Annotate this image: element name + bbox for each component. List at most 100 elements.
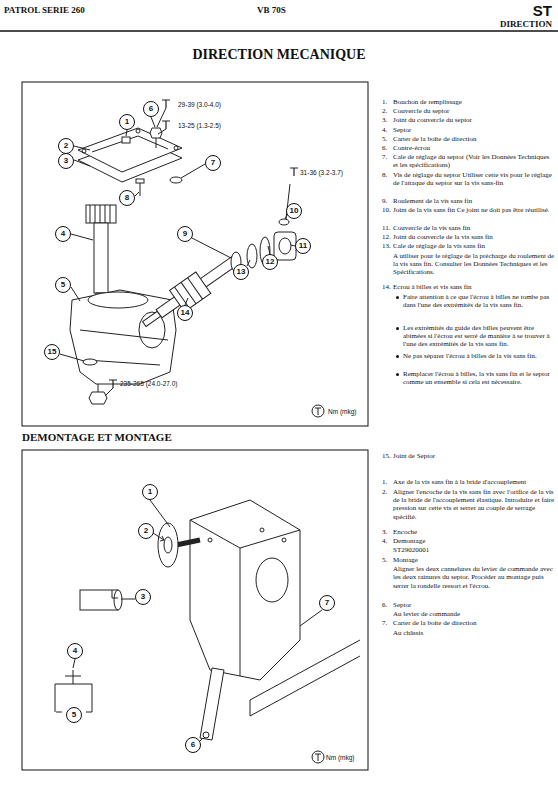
item-text: Carter de la boite de direction <box>393 619 555 627</box>
item-text: Demontage <box>393 537 555 545</box>
callout-number: 11 <box>299 242 307 250</box>
callout-circle: 8 <box>119 190 135 206</box>
item-text: ST29020001 <box>393 546 555 554</box>
item-number: 9. <box>382 197 387 205</box>
item-text: A utiliser pour le réglage de la préchar… <box>393 252 555 277</box>
item-text: Carter de la boîte de direction <box>393 135 555 143</box>
item-number: 7. <box>382 153 387 161</box>
callout-circle: 6 <box>143 101 159 117</box>
item-number: 14. <box>382 283 391 291</box>
item-text: Joint de la vis sans fin Ce joint ne doi… <box>393 206 555 214</box>
bullet-text: Faire attention à ce que l'écrou à bille… <box>403 293 553 309</box>
item-number: 6. <box>382 144 387 152</box>
item-number: 15. <box>382 452 391 460</box>
callout-circle: 5 <box>55 277 71 293</box>
callout-number: 5 <box>72 711 76 719</box>
callout-number: 5 <box>61 281 65 289</box>
header-text: PATROL SERIE 260 <box>4 5 85 15</box>
callout-circle: 3 <box>58 153 74 169</box>
callout-number: 7 <box>211 159 215 167</box>
item-number: 4. <box>382 126 387 134</box>
item-text: Joint du couvercle du septor <box>393 116 555 124</box>
callout-circle: 5 <box>66 707 82 723</box>
bullet-dot <box>396 296 399 299</box>
torque-value: 13-25 (1.3-2.5) <box>178 122 221 130</box>
item-number: 13. <box>382 242 391 250</box>
callout-circle: 4 <box>55 226 71 242</box>
callout-number: 2 <box>64 142 68 150</box>
callout-number: 12 <box>266 258 275 266</box>
item-number: 1. <box>382 478 387 486</box>
item-text: Septor <box>393 126 555 134</box>
header-text: VB 70S <box>257 5 286 15</box>
item-number: 6. <box>382 601 387 609</box>
item-number: 7. <box>382 619 387 627</box>
bullet-dot <box>396 373 399 376</box>
callout-number: 7 <box>325 599 329 607</box>
item-text: Vis de réglage du septor Utiliser cette … <box>393 171 555 187</box>
item-number: 2. <box>382 107 387 115</box>
header-text: DIRECTION <box>500 19 552 29</box>
callout-circle: 12 <box>262 254 278 270</box>
callout-number: 2 <box>144 527 148 535</box>
item-text: Cale de réglage du septor (Voir les Donn… <box>393 153 555 169</box>
callout-number: 4 <box>61 230 65 238</box>
item-text: Couvercle du septor <box>393 107 555 115</box>
bullet-dot <box>396 355 399 358</box>
item-number: 2. <box>382 488 387 496</box>
torque-unit: Nm (mkg) <box>326 754 355 761</box>
item-text: Aligner l'encoche de la vis sans fin ave… <box>393 488 555 521</box>
item-text: Ecrou à billes et vis sans fin <box>393 283 555 291</box>
item-text: Au châssis <box>393 629 555 637</box>
item-text: Joint du couvercle de la vis sans fin <box>393 233 555 241</box>
item-number: 12. <box>382 233 391 241</box>
item-number: 8. <box>382 171 387 179</box>
item-text: Couvercle de la vis sans fin <box>393 224 555 232</box>
callout-number: 4 <box>73 647 77 655</box>
bullet-text: Ne pas séparer l'écrou à billes de la vi… <box>403 352 553 360</box>
bullet-text: Les extrémités du guide des billes peuve… <box>403 324 553 349</box>
callout-circle: 9 <box>177 226 193 242</box>
callout-number: 6 <box>149 105 153 113</box>
callout-circle: 7 <box>319 595 335 611</box>
item-text: Encoche <box>393 528 555 536</box>
item-text: Contre-écrou <box>393 144 555 152</box>
callout-circle: 10 <box>286 203 302 219</box>
page-title: DIRECTION MECANIQUE <box>192 47 365 63</box>
item-text: Au levier de commande <box>393 610 555 618</box>
item-number: 4. <box>382 537 387 545</box>
callout-circle: 2 <box>138 523 154 539</box>
callout-circle: 15 <box>44 344 60 360</box>
item-number: 5. <box>382 556 387 564</box>
callout-number: 8 <box>125 194 129 202</box>
item-text: Bouchon de remplissage <box>393 98 555 106</box>
callout-circle: 2 <box>58 138 74 154</box>
torque-value: 29-39 (3.0-4.0) <box>178 101 221 109</box>
callout-circle: 7 <box>205 155 221 171</box>
item-number: 11. <box>382 224 391 232</box>
callout-circle: 14 <box>177 305 193 321</box>
callout-circle: 6 <box>185 737 201 753</box>
callout-circle: 1 <box>119 114 135 130</box>
item-text: Septor <box>393 601 555 609</box>
torque-value: 235-265 (24.0-27.0) <box>120 380 177 388</box>
torque-value: 31-36 (3.2-3.7) <box>300 169 343 177</box>
callout-number: 14 <box>181 309 190 317</box>
callout-number: 3 <box>64 157 68 165</box>
bullet-dot <box>396 327 399 330</box>
item-number: 10. <box>382 206 391 214</box>
item-text: Cale de réglage de la vis sans fin <box>393 242 555 250</box>
callout-circle: 3 <box>135 589 151 605</box>
callout-circle: 11 <box>295 238 311 254</box>
callout-number: 6 <box>191 741 195 749</box>
torque-unit: Nm (mkg) <box>328 408 357 415</box>
item-text: Joint de Septor <box>393 452 555 460</box>
callout-number: 3 <box>141 593 145 601</box>
callout-number: 15 <box>48 348 57 356</box>
item-number: 3. <box>382 528 387 536</box>
item-text: Montage <box>393 556 555 564</box>
item-text: Axe de la vis sans fin à la bride d'acco… <box>393 478 555 486</box>
item-text: Roulement de la vis sans fin <box>393 197 555 205</box>
section-heading: DEMONTAGE ET MONTAGE <box>22 431 172 443</box>
